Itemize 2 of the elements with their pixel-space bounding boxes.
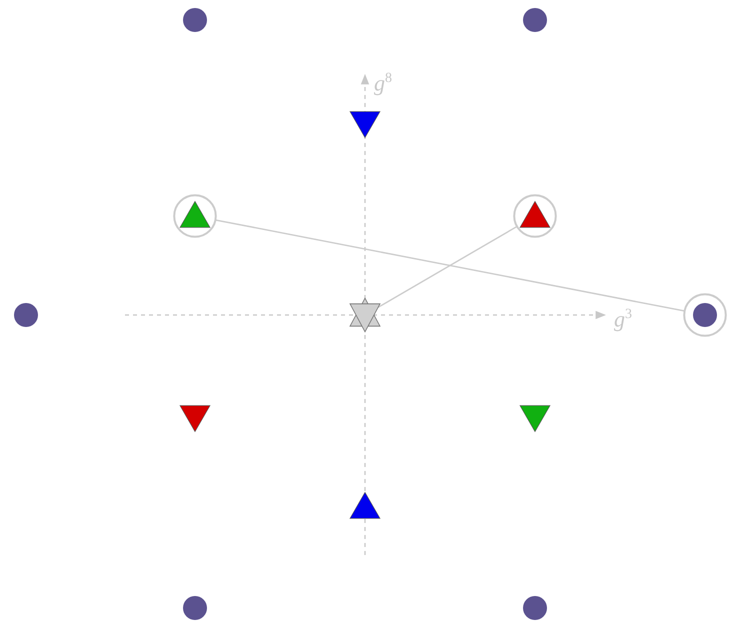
connector-line	[378, 226, 518, 308]
connector-line	[215, 219, 685, 312]
